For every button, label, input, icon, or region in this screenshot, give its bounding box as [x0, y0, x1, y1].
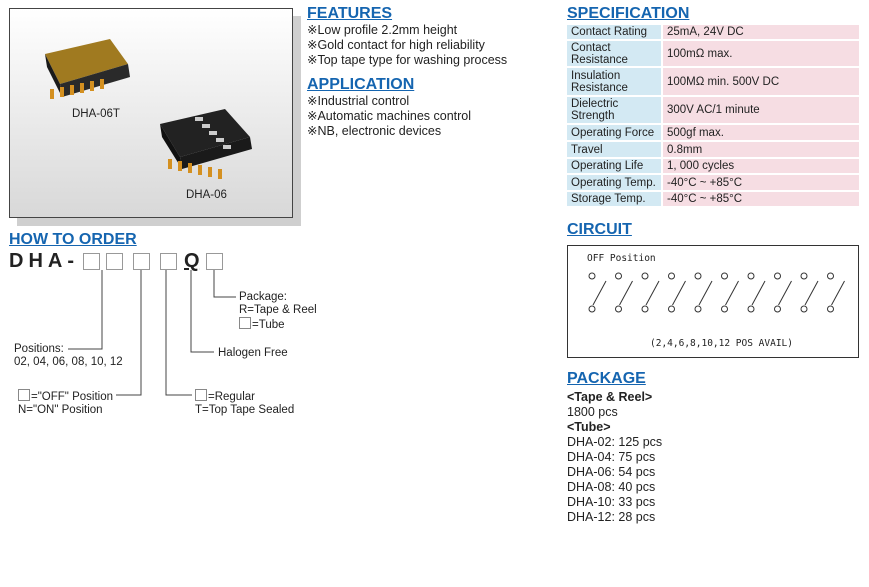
application-item: ※NB, electronic devices — [307, 124, 442, 138]
package-tube-text: =Tube — [252, 319, 285, 331]
positions-label: Positions: 02, 04, 06, 08, 10, 12 — [14, 343, 123, 369]
tube-qty: DHA-12: 28 pcs — [567, 510, 656, 524]
tape-option-label: =Regular T=Top Tape Sealed — [195, 389, 294, 417]
order-code-box — [133, 253, 150, 270]
tube-qty: DHA-10: 33 pcs — [567, 495, 656, 509]
spec-label: Operating Temp. — [565, 173, 663, 192]
order-code-box — [206, 253, 223, 270]
specification-title: SPECIFICATION — [567, 5, 690, 22]
photo-caption: DHA-06T — [72, 108, 120, 120]
switch-symbol — [668, 272, 686, 313]
halogen-free-label: Halogen Free — [218, 347, 288, 359]
spec-value: 1, 000 cycles — [661, 157, 861, 175]
spec-label: Travel — [565, 140, 663, 159]
spec-value: -40°C ~ +85°C — [661, 190, 861, 208]
regular-text: =Regular — [208, 391, 255, 403]
off-position-label: ="OFF" Position N="ON" Position — [18, 389, 113, 417]
how-to-order-title: HOW TO ORDER — [9, 231, 137, 248]
switch-symbol — [641, 272, 660, 313]
package-title: PACKAGE — [567, 370, 646, 387]
tape-reel-qty: 1800 pcs — [567, 405, 618, 419]
blank-box — [239, 317, 251, 329]
switch-symbol — [774, 272, 792, 313]
order-code-box — [160, 253, 177, 270]
application-item: ※Automatic machines control — [307, 109, 472, 123]
tube-qty: DHA-08: 40 pcs — [567, 480, 656, 494]
switch-symbols — [588, 272, 845, 313]
circuit-note: (2,4,6,8,10,12 POS AVAIL) — [650, 338, 793, 349]
dip-switch-illustration — [45, 39, 252, 179]
spec-row: Storage Temp.-40°C ~ +85°C — [565, 190, 861, 208]
top-tape-text: T=Top Tape Sealed — [195, 404, 295, 416]
order-leader-lines — [68, 270, 236, 396]
circuit-title: CIRCUIT — [567, 221, 632, 238]
switch-symbol — [721, 272, 739, 313]
spec-value: 0.8mm — [661, 140, 861, 159]
spec-value: 100MΩ min. 500V DC — [661, 66, 861, 97]
tape-reel-heading: <Tape & Reel> — [567, 390, 653, 404]
switch-symbol — [747, 272, 766, 313]
spec-label: Operating Life — [565, 157, 663, 175]
order-code-box — [83, 253, 100, 270]
tube-qty: DHA-04: 75 pcs — [567, 450, 656, 464]
positions-title: Positions: — [14, 343, 64, 355]
switch-symbol — [694, 272, 713, 313]
package-option-label: Package: R=Tape & Reel =Tube — [239, 291, 317, 332]
spec-value: 100mΩ max. — [661, 39, 861, 68]
photo-caption: DHA-06 — [186, 189, 227, 201]
on-text: N="ON" Position — [18, 404, 103, 416]
package-tube: =Tube — [239, 317, 317, 332]
spec-value: 25mA, 24V DC — [661, 23, 861, 41]
spec-row: Operating Temp.-40°C ~ +85°C — [565, 173, 861, 192]
switch-symbol — [588, 272, 607, 313]
dha-06-switch — [160, 109, 252, 179]
spec-label: Contact Resistance — [565, 39, 663, 68]
application-item: ※Industrial control — [307, 94, 410, 108]
spec-value: -40°C ~ +85°C — [661, 173, 861, 192]
spec-label: Dielectric Strength — [565, 95, 663, 125]
circuit-label: OFF Position — [587, 253, 656, 264]
spec-label: Insulation Resistance — [565, 66, 663, 97]
switch-symbol — [800, 272, 819, 313]
package-label: Package: — [239, 291, 287, 303]
package-tape-reel: R=Tape & Reel — [239, 304, 317, 316]
tube-heading: <Tube> — [567, 420, 611, 434]
features-title: FEATURES — [307, 5, 393, 22]
spec-label: Storage Temp. — [565, 190, 663, 208]
switch-symbol — [827, 272, 845, 313]
dha-06t-switch — [45, 39, 130, 99]
spec-label: Operating Force — [565, 123, 663, 142]
off-text: ="OFF" Position — [31, 391, 113, 403]
order-prefix: DHA- — [9, 250, 79, 272]
features-list: ※Low profile 2.2mm height ※Gold contact … — [307, 23, 507, 68]
product-photo: DHA-06T DHA-06 — [9, 8, 293, 218]
feature-item: ※Low profile 2.2mm height — [307, 23, 458, 37]
application-title: APPLICATION — [307, 76, 415, 93]
order-code-box — [106, 253, 123, 270]
order-q: Q — [184, 250, 200, 272]
tube-qty: DHA-06: 54 pcs — [567, 465, 656, 479]
feature-item: ※Gold contact for high reliability — [307, 38, 485, 52]
spec-value: 500gf max. — [661, 123, 861, 142]
blank-box — [18, 389, 30, 401]
feature-item: ※Top tape type for washing process — [307, 53, 508, 67]
application-list: ※Industrial control ※Automatic machines … — [307, 94, 471, 139]
blank-box — [195, 389, 207, 401]
circuit-diagram: OFF Position (2,4,6,8,10,12 POS AVAIL) — [567, 245, 859, 358]
spec-label: Contact Rating — [565, 23, 663, 41]
tube-qty: DHA-02: 125 pcs — [567, 435, 663, 449]
positions-values: 02, 04, 06, 08, 10, 12 — [14, 356, 123, 368]
spec-value: 300V AC/1 minute — [661, 95, 861, 125]
package-details: <Tape & Reel> 1800 pcs <Tube> DHA-02: 12… — [567, 390, 662, 525]
switch-symbol — [615, 272, 633, 313]
